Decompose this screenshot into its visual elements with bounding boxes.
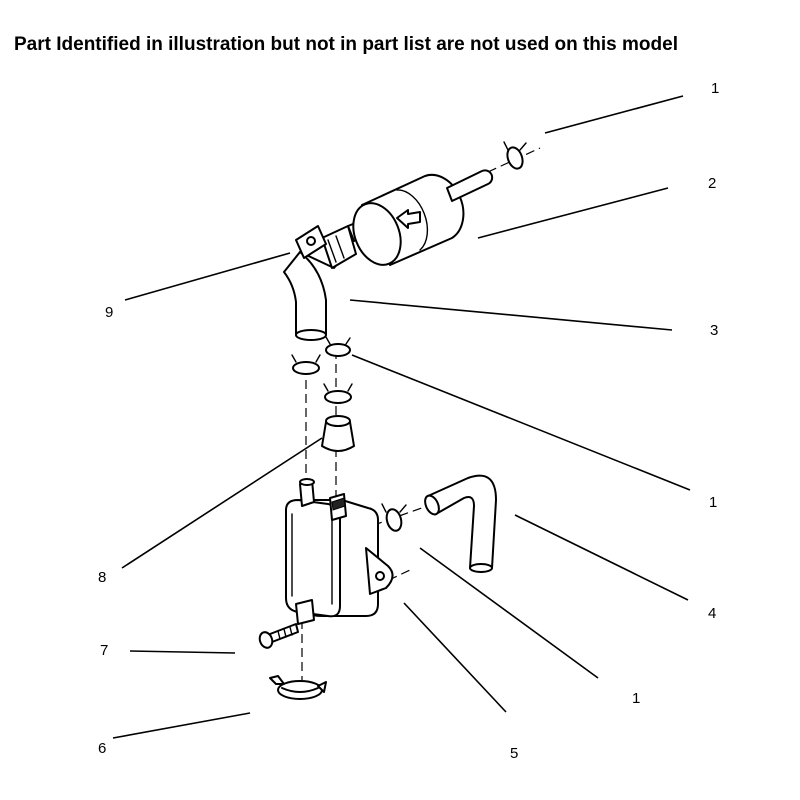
clamp-right-upper <box>325 343 351 357</box>
bent-hose-body <box>427 474 497 569</box>
leader-lines <box>112 95 691 739</box>
leader-line-6 <box>112 712 251 739</box>
callout-7: 7 <box>100 642 108 659</box>
bent-hose-end-top <box>424 494 440 516</box>
leader-line-5 <box>403 602 507 713</box>
hose-clamp-bottom <box>269 675 327 700</box>
clamp-ear-right <box>317 681 327 693</box>
leader-line-4 <box>514 514 689 601</box>
callout-2: 2 <box>708 175 716 192</box>
callout-3: 3 <box>710 322 718 339</box>
cap-top <box>325 415 351 427</box>
leader-line-1-top <box>544 95 684 134</box>
leader-line-1-middle <box>351 354 691 491</box>
callout-4: 4 <box>708 605 716 622</box>
callout-9: 9 <box>105 304 113 321</box>
bent-hose <box>424 474 497 573</box>
fitting-hex <box>331 497 346 511</box>
callout-5: 5 <box>510 745 518 762</box>
leader-line-1-lower <box>419 547 599 679</box>
callout-1-top: 1 <box>711 80 719 97</box>
screw-head <box>258 631 274 649</box>
clamp-ear-left <box>269 675 285 685</box>
elbow-hose-body <box>283 251 327 336</box>
leader-line-3 <box>349 299 673 331</box>
mounting-screw <box>258 623 299 649</box>
fuel-filter <box>347 169 494 266</box>
rubber-cap <box>321 415 355 452</box>
clamp-tab <box>503 141 527 151</box>
flow-direction-arrow-icon <box>396 209 421 229</box>
fuel-pump <box>285 478 394 625</box>
filter-end-cap <box>352 202 402 266</box>
bent-hose-end-bottom <box>469 563 493 573</box>
clamp-tab <box>381 503 407 513</box>
elbow-hose-end <box>295 329 327 341</box>
leader-line-7 <box>129 650 236 654</box>
mounting-bracket <box>295 225 327 259</box>
elbow-hose-clamp <box>321 225 357 269</box>
clamp-left <box>292 361 320 375</box>
diagram-notice-heading: Part Identified in illustration but not … <box>14 34 678 55</box>
clamp-left-tab <box>291 354 321 363</box>
leader-line-8 <box>121 437 323 569</box>
pump-front-cover <box>285 499 341 618</box>
mounting-ear-hole <box>375 571 385 581</box>
pump-port-bottom <box>295 599 315 625</box>
hose-clamp-lower <box>381 503 407 532</box>
clamp-right-upper-tab <box>325 336 351 345</box>
pump-mounting-ear <box>365 547 394 595</box>
callout-1-middle: 1 <box>709 494 717 511</box>
clamp-band-lines <box>327 235 345 263</box>
hose-clamp-middle-pair <box>291 336 353 404</box>
clamp-right-lower-tab <box>323 383 353 392</box>
callout-6: 6 <box>98 740 106 757</box>
hose-clamp-top <box>503 141 527 170</box>
clamp-ring <box>506 146 524 170</box>
clamp-right-lower <box>324 390 352 404</box>
clamp-band-inner <box>281 687 319 693</box>
screw-shank <box>269 623 299 643</box>
elbow-hose <box>283 225 357 341</box>
leader-line-9 <box>124 252 291 301</box>
callout-1-lower: 1 <box>632 690 640 707</box>
axis-side-hose <box>359 504 431 531</box>
bracket-hole <box>306 236 316 246</box>
pump-port-left-end <box>299 478 315 486</box>
cover-edge <box>291 513 333 605</box>
callout-8: 8 <box>98 569 106 586</box>
clamp-ring <box>385 508 403 532</box>
screw-thread <box>277 626 293 640</box>
filter-inlet-nipple <box>446 169 494 202</box>
leader-line-2 <box>477 187 669 239</box>
filter-seam <box>396 189 429 251</box>
callout-numbers: 1 2 9 3 1 8 4 7 1 6 5 <box>98 80 719 762</box>
